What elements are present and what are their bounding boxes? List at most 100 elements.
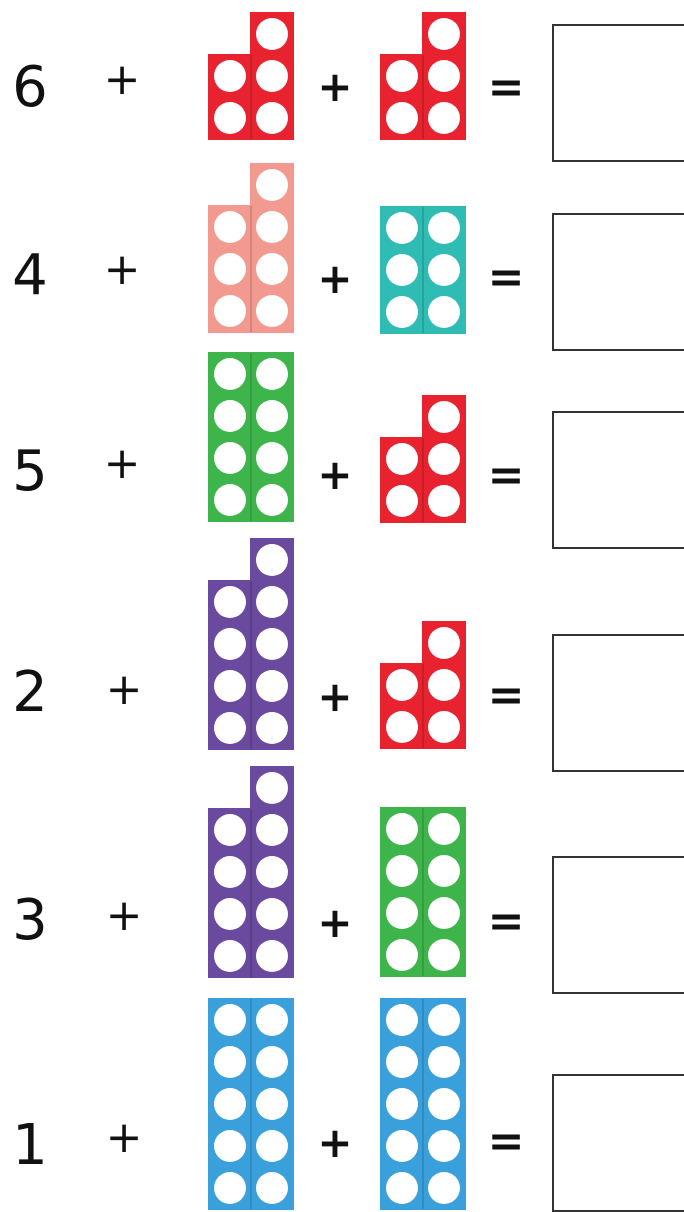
numicon-svg (380, 12, 466, 140)
numicon-hole (386, 1046, 418, 1078)
start-number-row-2: 4 (12, 243, 48, 308)
answer-box-row-3[interactable] (552, 411, 684, 549)
numicon-hole (386, 855, 418, 887)
numicon-hole (428, 60, 460, 92)
numicon-svg (208, 766, 294, 978)
numicon-hole (256, 628, 288, 660)
numicon-hole (386, 1088, 418, 1120)
numicon-hole (386, 1172, 418, 1204)
plus-sign-row-6: + (105, 1112, 143, 1163)
equals-sign-row-2: = (487, 252, 525, 303)
numicon-hole (256, 940, 288, 972)
plus-operator-row-4: + (317, 672, 353, 721)
numicon-hole (256, 253, 288, 285)
numicon-hole (256, 1172, 288, 1204)
numicon-svg (208, 538, 294, 750)
equals-sign-row-1: = (487, 62, 525, 113)
numicon-hole (214, 253, 246, 285)
plus-sign-row-5: + (105, 890, 143, 941)
equals-sign-row-5: = (487, 896, 525, 947)
numicon-hole (256, 102, 288, 134)
numicon-hole (256, 898, 288, 930)
numicon-shape-row-5-a (208, 766, 294, 978)
plus-operator-row-5: + (317, 898, 353, 947)
numicon-hole (214, 1172, 246, 1204)
numicon-hole (386, 669, 418, 701)
equals-sign-row-6: = (487, 1116, 525, 1167)
numicon-hole (214, 400, 246, 432)
numicon-hole (428, 897, 460, 929)
numicon-hole (214, 940, 246, 972)
numicon-hole (214, 898, 246, 930)
start-number-row-1: 6 (12, 55, 48, 120)
numicon-hole (214, 102, 246, 134)
numicon-hole (214, 211, 246, 243)
plus-sign-row-1: + (103, 54, 141, 105)
numicon-hole (386, 296, 418, 328)
numicon-shape-row-6-b (380, 998, 466, 1210)
numicon-hole (428, 1046, 460, 1078)
numicon-hole (428, 939, 460, 971)
numicon-hole (386, 939, 418, 971)
numicon-svg (380, 621, 466, 749)
numicon-hole (214, 670, 246, 702)
numicon-hole (428, 1130, 460, 1162)
plus-sign-row-2: + (103, 244, 141, 295)
numicon-hole (428, 813, 460, 845)
numicon-hole (214, 1046, 246, 1078)
numicon-hole (214, 60, 246, 92)
numicon-hole (256, 586, 288, 618)
numicon-hole (428, 102, 460, 134)
numicon-hole (214, 295, 246, 327)
answer-box-row-6[interactable] (552, 1074, 684, 1212)
plus-operator-row-2: + (317, 254, 353, 303)
numicon-shape-row-3-a (208, 352, 294, 522)
numicon-hole (428, 485, 460, 517)
answer-box-row-1[interactable] (552, 24, 684, 162)
numicon-svg (208, 163, 294, 333)
numicon-hole (214, 712, 246, 744)
numicon-hole (386, 485, 418, 517)
plus-operator-row-1: + (317, 62, 353, 111)
numicon-hole (214, 1130, 246, 1162)
numicon-hole (428, 711, 460, 743)
numicon-hole (386, 1130, 418, 1162)
start-number-row-4: 2 (12, 660, 48, 725)
numicon-hole (214, 484, 246, 516)
answer-box-row-2[interactable] (552, 213, 684, 351)
numicon-hole (256, 1046, 288, 1078)
answer-box-row-5[interactable] (552, 856, 684, 994)
numicon-hole (214, 1004, 246, 1036)
numicon-hole (214, 586, 246, 618)
numicon-shape-row-6-a (208, 998, 294, 1210)
numicon-hole (214, 442, 246, 474)
start-number-row-3: 5 (12, 439, 48, 504)
numicon-shape-row-4-a (208, 538, 294, 750)
numicon-svg (380, 998, 466, 1210)
numicon-hole (256, 211, 288, 243)
numicon-hole (386, 254, 418, 286)
numicon-hole (256, 400, 288, 432)
numicon-hole (386, 212, 418, 244)
numicon-hole (428, 18, 460, 50)
numicon-body (208, 352, 294, 522)
numicon-hole (428, 1172, 460, 1204)
numicon-hole (256, 169, 288, 201)
numicon-body (208, 163, 294, 333)
numicon-hole (386, 60, 418, 92)
numicon-hole (214, 814, 246, 846)
numicon-hole (214, 358, 246, 390)
numicon-hole (256, 60, 288, 92)
numicon-hole (256, 295, 288, 327)
numicon-hole (256, 814, 288, 846)
numicon-hole (428, 1088, 460, 1120)
numicon-svg (380, 206, 466, 334)
numicon-hole (428, 296, 460, 328)
numicon-hole (256, 670, 288, 702)
numicon-hole (428, 1004, 460, 1036)
numicon-hole (214, 1088, 246, 1120)
numicon-hole (428, 669, 460, 701)
answer-box-row-4[interactable] (552, 634, 684, 772)
numicon-hole (386, 711, 418, 743)
numicon-hole (428, 855, 460, 887)
